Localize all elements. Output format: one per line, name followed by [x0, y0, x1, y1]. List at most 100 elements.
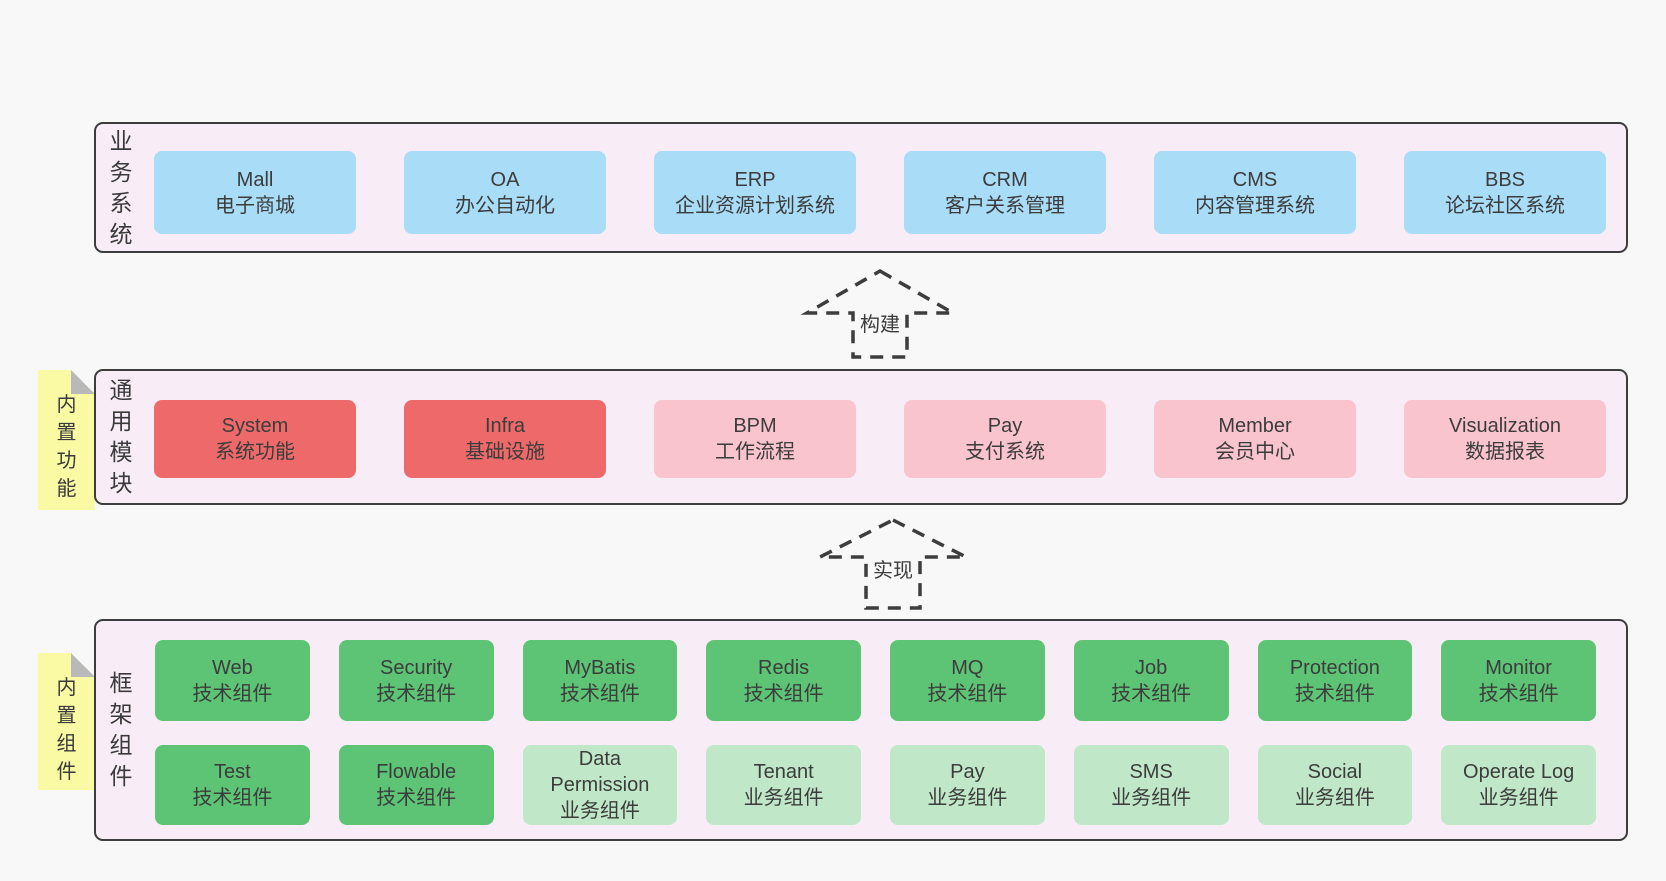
box-subtitle: 技术组件 [743, 682, 824, 705]
box-erp: ERP 企业资源计划系统 [654, 151, 856, 234]
box-name: System [221, 415, 289, 437]
box-system: System 系统功能 [154, 400, 356, 478]
box-subtitle: 技术组件 [1294, 682, 1375, 705]
box-cms: CMS 内容管理系统 [1154, 151, 1356, 234]
box-name: CMS [1232, 168, 1278, 191]
box-name: Test [214, 761, 251, 783]
box-operate-log: Operate Log 业务组件 [1441, 745, 1596, 825]
box-subtitle: 系统功能 [215, 441, 295, 463]
box-subtitle: 技术组件 [192, 682, 273, 705]
box-name: Flowable [376, 761, 457, 783]
box-name: Pay [987, 415, 1023, 437]
box-subtitle: 客户关系管理 [945, 194, 1065, 217]
box-subtitle: 基础设施 [465, 441, 545, 463]
box-name: Protection [1289, 656, 1380, 679]
box-subtitle: 技术组件 [1478, 682, 1559, 705]
box-data-permission: Data Permission 业务组件 [522, 745, 678, 825]
box-subtitle: 业务组件 [743, 787, 824, 809]
box-subtitle: 业务组件 [927, 787, 1008, 809]
box-mq: MQ 技术组件 [890, 640, 1045, 721]
box-subtitle: 企业资源计划系统 [675, 194, 835, 217]
box-bbs: BBS 论坛社区系统 [1404, 151, 1606, 234]
box-pay: Pay 支付系统 [904, 400, 1106, 478]
box-name: Operate Log [1463, 761, 1575, 783]
box-subtitle: 业务组件 [1111, 787, 1192, 809]
box-mybatis: MyBatis 技术组件 [522, 640, 678, 721]
box-subtitle: 业务组件 [1294, 787, 1375, 809]
box-name: Tenant [753, 761, 814, 783]
box-name: Job [1135, 656, 1168, 679]
box-name: CRM [982, 168, 1028, 191]
box-subtitle: 技术组件 [192, 787, 273, 809]
box-subtitle: 论坛社区系统 [1445, 194, 1565, 217]
box-subtitle: 技术组件 [376, 682, 457, 705]
box-security: Security 技术组件 [338, 640, 494, 721]
box-subtitle: 技术组件 [376, 787, 457, 809]
sticky-fold-corner [71, 370, 95, 394]
box-name: OA [490, 168, 520, 191]
build-arrow-label: 构建 [860, 313, 900, 336]
box-subtitle: 支付系统 [965, 441, 1045, 463]
box-subtitle: 办公自动化 [455, 194, 555, 217]
build-arrow-icon: 构建 [800, 268, 960, 359]
box-protection: Protection 技术组件 [1257, 640, 1413, 721]
box-subtitle: 电子商城 [215, 194, 295, 217]
box-subtitle: 技术组件 [1111, 682, 1192, 705]
box-sms: SMS 业务组件 [1073, 745, 1229, 825]
box-name: Security [380, 656, 453, 679]
box-pay: Pay 业务组件 [890, 745, 1045, 825]
box-name: SMS [1129, 761, 1173, 783]
box-subtitle: 内容管理系统 [1195, 194, 1315, 217]
box-name: Web [211, 656, 253, 679]
box-name: Social [1307, 761, 1363, 783]
box-name: BBS [1484, 168, 1526, 191]
box-visualization: Visualization 数据报表 [1404, 400, 1606, 478]
box-social: Social 业务组件 [1257, 745, 1413, 825]
layer-label-business-systems: 业 务 系 统 [109, 127, 133, 247]
box-infra: Infra 基础设施 [404, 400, 606, 478]
box-subtitle: 业务组件 [1478, 787, 1559, 809]
box-crm: CRM 客户关系管理 [904, 151, 1106, 234]
box-test: Test 技术组件 [155, 745, 310, 825]
box-name: Infra [484, 415, 526, 437]
sticky-note-builtin-features: 内 置 功 能 [38, 370, 95, 510]
box-name: Pay [950, 761, 985, 783]
box-tenant: Tenant 业务组件 [706, 745, 861, 825]
sticky-fold-corner [71, 653, 95, 677]
box-flowable: Flowable 技术组件 [338, 745, 494, 825]
box-name: BPM [733, 415, 777, 437]
box-name: MQ [951, 656, 984, 679]
box-name: Redis [758, 656, 810, 679]
box-name: Monitor [1485, 656, 1552, 679]
box-subtitle: 技术组件 [559, 682, 640, 705]
box-subtitle: 会员中心 [1215, 441, 1295, 463]
box-monitor: Monitor 技术组件 [1441, 640, 1596, 721]
box-web: Web 技术组件 [155, 640, 310, 721]
box-job: Job 技术组件 [1073, 640, 1229, 721]
box-redis: Redis 技术组件 [706, 640, 861, 721]
box-name: MyBatis [564, 656, 636, 679]
layer-label-common-modules: 通 用 模 块 [109, 377, 133, 496]
box-oa: OA 办公自动化 [404, 151, 606, 234]
implement-arrow-icon: 实现 [819, 518, 967, 610]
box-name: Data Permission [550, 748, 650, 796]
layer-label-framework-components: 框 架 组 件 [109, 670, 133, 789]
box-name: Visualization [1449, 415, 1561, 437]
box-name: ERP [734, 168, 776, 191]
box-subtitle: 数据报表 [1465, 441, 1545, 463]
box-subtitle: 业务组件 [559, 800, 640, 822]
box-subtitle: 技术组件 [927, 682, 1008, 705]
sticky-note-builtin-components: 内 置 组 件 [38, 653, 95, 790]
implement-arrow-label: 实现 [873, 559, 913, 582]
